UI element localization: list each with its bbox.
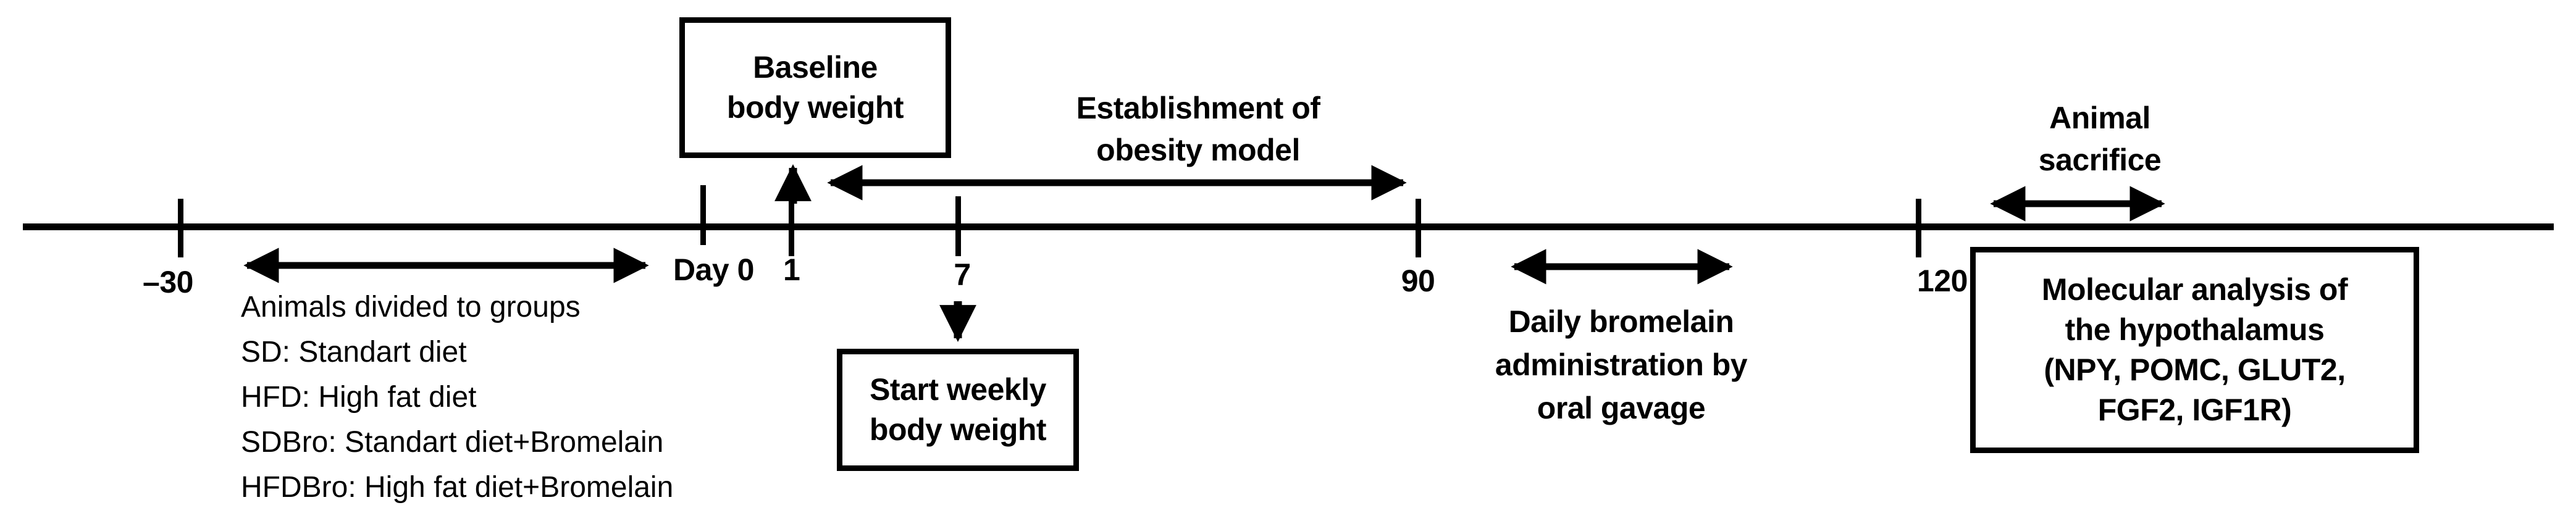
groups-note-line-sd: SD: Standart diet [241, 336, 467, 369]
span-label-bromelain-line3: oral gavage [1537, 391, 1706, 425]
callout-molecular-line2: the hypothalamus [2065, 312, 2325, 347]
tick-day1 [789, 196, 794, 256]
callout-start-weekly-line2: body weight [869, 412, 1047, 447]
tick-label-day0: Day 0 [673, 252, 754, 287]
tick-label-day7: 7 [954, 257, 971, 292]
span-label-sacrifice-line2: sacrifice [2038, 143, 2162, 177]
groups-note-heading: Animals divided to groups [241, 291, 581, 323]
tick-minus30 [178, 199, 183, 257]
callout-molecular-line4: FGF2, IGF1R) [2097, 393, 2292, 427]
tick-label-day120: 120 [1917, 264, 1968, 298]
callout-box-baseline: Baseline body weight [679, 17, 951, 158]
timeline-axis [23, 223, 2554, 230]
callout-molecular-line3: (NPY, POMC, GLUT2, [2044, 352, 2346, 387]
callout-start-weekly-line1: Start weekly [870, 372, 1046, 407]
tick-label-day1: 1 [783, 252, 800, 287]
groups-note-line-hfd: HFD: High fat diet [241, 381, 477, 414]
tick-day0 [700, 185, 706, 245]
callout-baseline-line2: body weight [726, 90, 904, 125]
callout-molecular-line1: Molecular analysis of [2041, 272, 2348, 307]
callout-box-start-weekly: Start weekly body weight [837, 349, 1079, 471]
tick-day7 [955, 196, 961, 256]
groups-note-line-hfdbro: HFDBro: High fat diet+Bromelain [241, 471, 674, 504]
groups-note-line-sdbro: SDBro: Standart diet+Bromelain [241, 426, 664, 459]
tick-day120 [1916, 199, 1921, 257]
groups-note: Animals divided to groups SD: Standart d… [241, 290, 673, 504]
span-label-sacrifice-line1: Animal [2049, 101, 2150, 135]
tick-label-minus30: –30 [143, 265, 193, 299]
callout-box-molecular: Molecular analysis of the hypothalamus (… [1970, 247, 2419, 453]
span-label-obesity-line1: Establishment of [1076, 91, 1320, 125]
callout-baseline-line1: Baseline [753, 50, 878, 85]
tick-day90 [1416, 199, 1421, 257]
span-label-bromelain-line1: Daily bromelain [1508, 304, 1734, 339]
tick-label-day90: 90 [1401, 264, 1435, 298]
span-label-bromelain-line2: administration by [1495, 348, 1748, 382]
span-label-obesity-line2: obesity model [1096, 133, 1300, 167]
